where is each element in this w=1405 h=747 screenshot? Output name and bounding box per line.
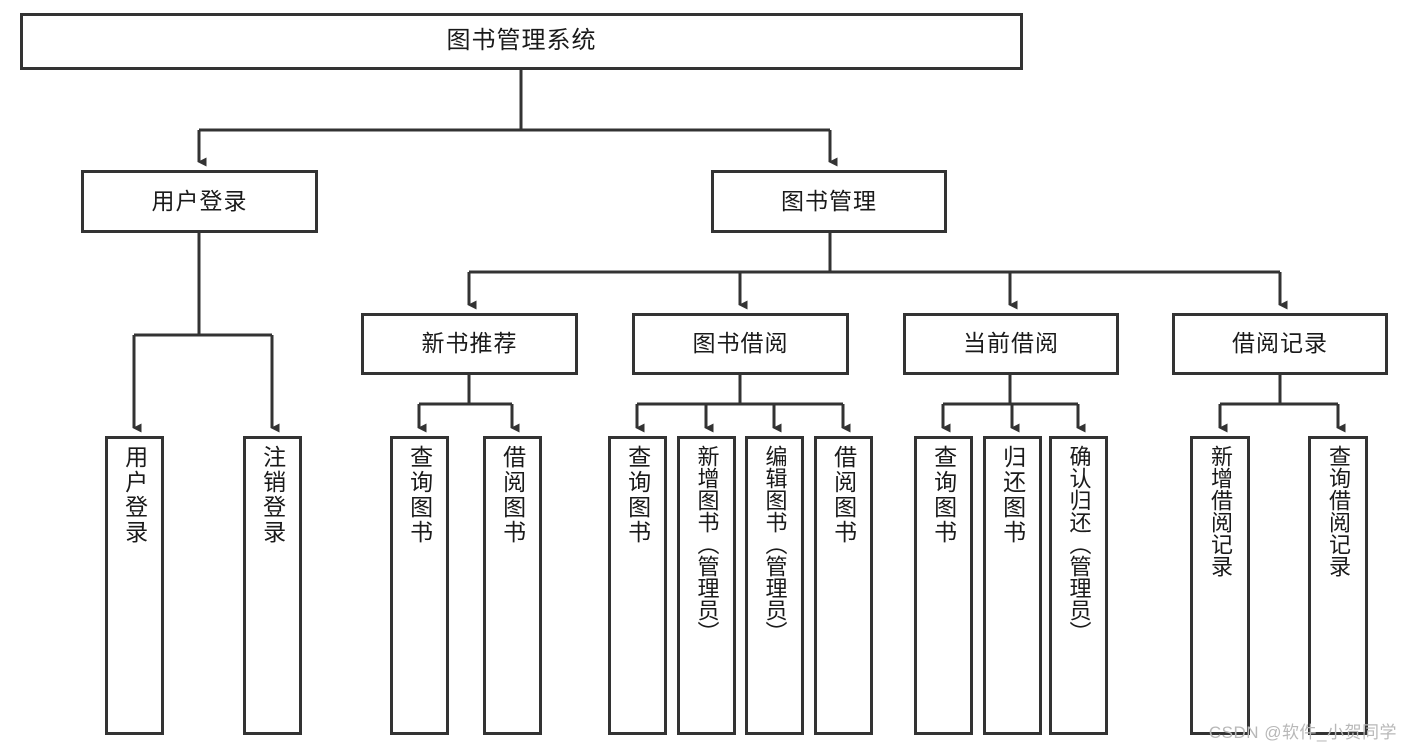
node-borrow-record[interactable]: 借阅记录 — [1172, 313, 1388, 375]
node-book-management-label: 图书管理 — [781, 187, 877, 214]
leaf-query-book-recommend-label: 查询图书 — [406, 445, 433, 545]
leaf-add-borrow-record-label: 新增借阅记录 — [1208, 445, 1233, 577]
leaf-edit-book-admin[interactable]: 编辑图书（管理员） — [745, 436, 804, 735]
leaf-borrow-book-recommend[interactable]: 借阅图书 — [483, 436, 542, 735]
node-book-borrow-label: 图书借阅 — [692, 330, 789, 357]
leaf-edit-book-admin-label: 编辑图书（管理员） — [762, 445, 788, 643]
node-borrow-record-label: 借阅记录 — [1232, 330, 1328, 357]
leaf-query-book-recommend[interactable]: 查询图书 — [390, 436, 449, 735]
leaf-query-book-borrow-label: 查询图书 — [624, 445, 651, 545]
leaf-borrow-book-borrow[interactable]: 借阅图书 — [814, 436, 873, 735]
leaf-user-login-label: 用户登录 — [121, 445, 148, 545]
node-new-book-recommend[interactable]: 新书推荐 — [361, 313, 578, 375]
leaf-user-logout-label: 注销登录 — [259, 445, 286, 545]
watermark: CSDN @软件_小贺同学 — [1208, 723, 1397, 742]
node-root-label: 图书管理系统 — [446, 27, 597, 55]
node-user-login-label: 用户登录 — [151, 187, 248, 214]
leaf-confirm-return-admin[interactable]: 确认归还（管理员） — [1049, 436, 1108, 735]
node-new-book-recommend-label: 新书推荐 — [421, 330, 518, 357]
leaf-return-book-label: 归还图书 — [999, 445, 1026, 545]
leaf-query-book-current[interactable]: 查询图书 — [914, 436, 973, 735]
leaf-user-logout[interactable]: 注销登录 — [243, 436, 302, 735]
leaf-add-borrow-record[interactable]: 新增借阅记录 — [1190, 436, 1250, 735]
leaf-return-book[interactable]: 归还图书 — [983, 436, 1042, 735]
leaf-query-borrow-record-label: 查询借阅记录 — [1326, 445, 1351, 577]
leaf-query-book-current-label: 查询图书 — [930, 445, 957, 545]
node-book-borrow[interactable]: 图书借阅 — [632, 313, 849, 375]
leaf-query-borrow-record[interactable]: 查询借阅记录 — [1308, 436, 1368, 735]
node-current-borrow[interactable]: 当前借阅 — [903, 313, 1119, 375]
node-current-borrow-label: 当前借阅 — [963, 330, 1059, 357]
leaf-add-book-admin-label: 新增图书（管理员） — [694, 445, 720, 643]
node-root[interactable]: 图书管理系统 — [20, 13, 1023, 70]
leaf-add-book-admin[interactable]: 新增图书（管理员） — [677, 436, 736, 735]
leaf-user-login[interactable]: 用户登录 — [105, 436, 164, 735]
node-user-login[interactable]: 用户登录 — [81, 170, 318, 233]
leaf-borrow-book-borrow-label: 借阅图书 — [830, 445, 857, 545]
leaf-confirm-return-admin-label: 确认归还（管理员） — [1066, 445, 1092, 643]
leaf-query-book-borrow[interactable]: 查询图书 — [608, 436, 667, 735]
leaf-borrow-book-recommend-label: 借阅图书 — [499, 445, 526, 545]
node-book-management[interactable]: 图书管理 — [711, 170, 947, 233]
